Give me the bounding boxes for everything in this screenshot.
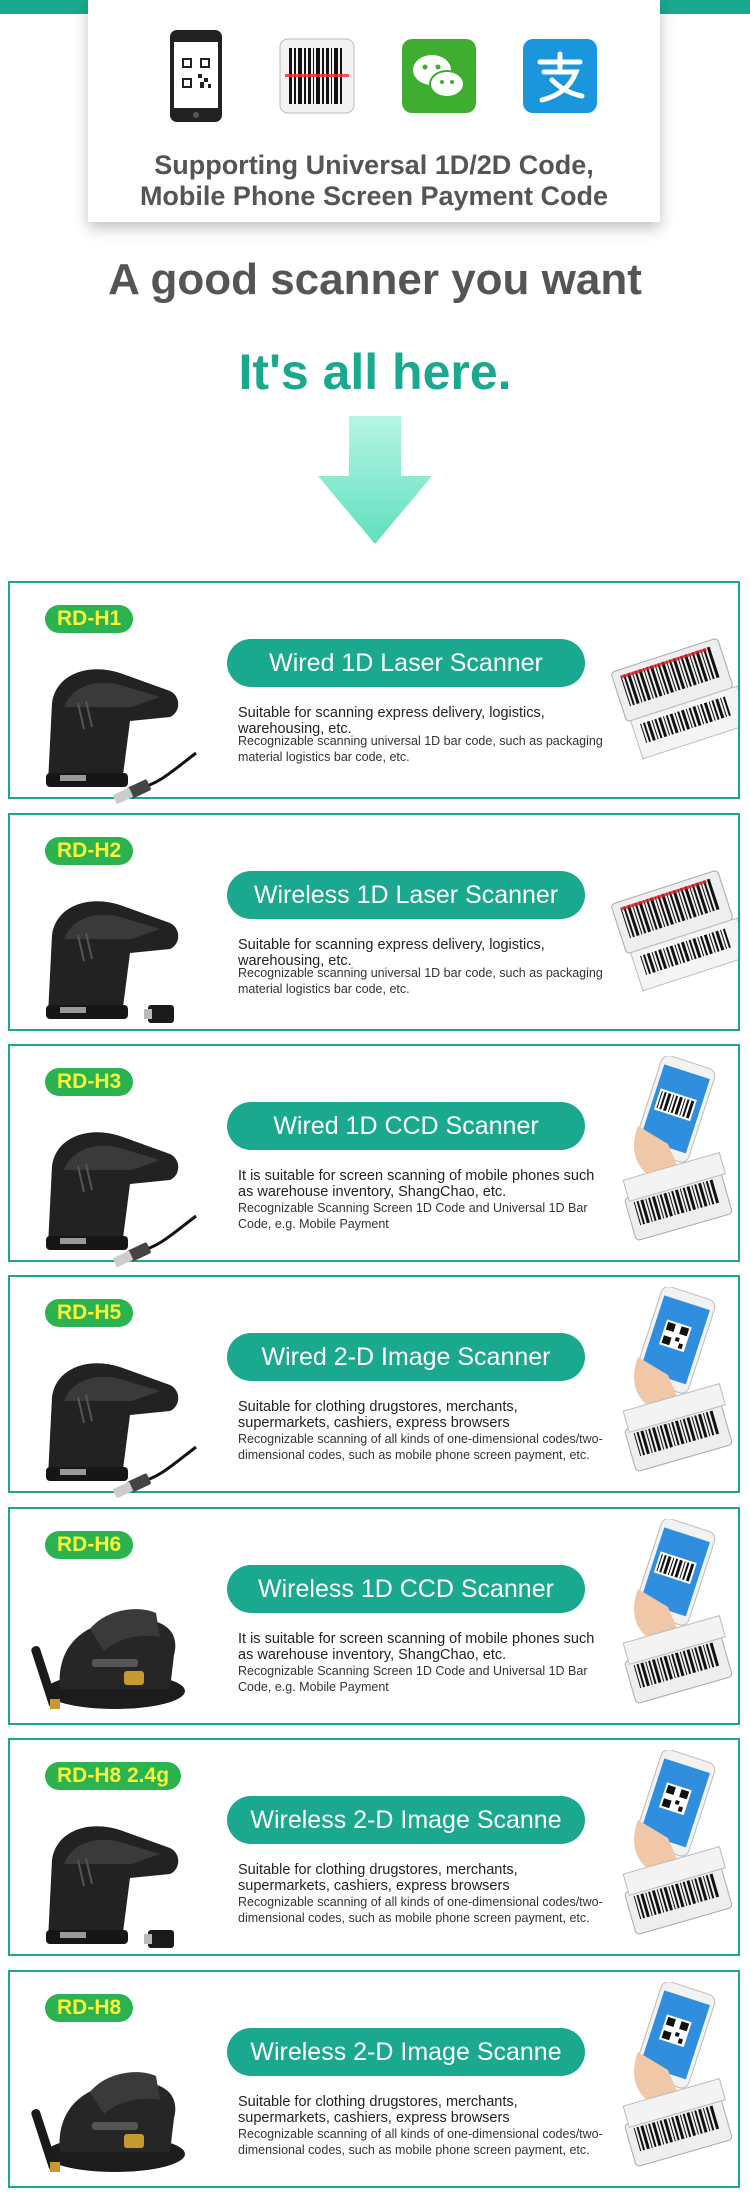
phone-scan-image — [610, 1286, 738, 1487]
top-left-strip — [0, 0, 88, 14]
page-headline: A good scanner you want — [108, 255, 642, 304]
barcode-labels-image — [610, 825, 750, 1025]
product-use-case: It is suitable for screen scanning of mo… — [238, 1168, 595, 1200]
product-card: RD-H8 2.4g Wireless 2-D Image Scanne Sui… — [8, 1738, 740, 1956]
product-title: Wired 1D CCD Scanner — [227, 1102, 585, 1150]
model-tag: RD-H1 — [45, 605, 134, 633]
cradle-scanner-image — [20, 2022, 210, 2199]
model-tag: RD-H8 2.4g — [45, 1762, 182, 1790]
model-tag: RD-H3 — [45, 1068, 134, 1096]
caption-line-2: Mobile Phone Screen Payment Code — [139, 181, 609, 211]
down-arrow-icon — [316, 414, 434, 551]
product-card: RD-H1 Wired 1D Laser Scanner Suitable fo… — [8, 581, 750, 805]
top-right-strip — [660, 0, 750, 14]
model-tag: RD-H2 — [45, 837, 134, 865]
code-support-card: Supporting Universal 1D/2D Code, Mobile … — [88, 0, 660, 222]
product-capability: Recognizable scanning of all kinds of on… — [238, 2127, 603, 2157]
barcode-labels-image — [610, 593, 750, 793]
product-title: Wired 2-D Image Scanner — [227, 1333, 585, 1381]
product-title: Wireless 2-D Image Scanne — [227, 1796, 585, 1844]
product-card: RD-H5 Wired 2-D Image Scanner Suitable f… — [8, 1275, 740, 1499]
product-title: Wireless 1D Laser Scanner — [227, 871, 585, 919]
model-tag: RD-H8 — [45, 1994, 134, 2022]
phone-scan-image — [610, 1055, 738, 1256]
product-capability: Recognizable Scanning Screen 1D Code and… — [238, 1201, 588, 1231]
product-card: RD-H2 Wireless 1D Laser Scanner Suitable… — [8, 813, 750, 1031]
product-title: Wireless 2-D Image Scanne — [227, 2028, 585, 2076]
handheld-scanner-image — [20, 1327, 210, 1504]
product-capability: Recognizable scanning of all kinds of on… — [238, 1432, 603, 1462]
product-capability: Recognizable scanning universal 1D bar c… — [238, 966, 603, 996]
qr-phone-icon — [158, 30, 234, 122]
handheld-scanner-image — [20, 633, 210, 810]
product-card: RD-H3 Wired 1D CCD Scanner It is suitabl… — [8, 1044, 740, 1268]
product-title: Wireless 1D CCD Scanner — [227, 1565, 585, 1613]
product-title: Wired 1D Laser Scanner — [227, 639, 585, 687]
wechat-icon — [401, 36, 477, 116]
phone-scan-image — [610, 1749, 738, 1950]
product-use-case: Suitable for scanning express delivery, … — [238, 937, 545, 969]
handheld-scanner-image — [20, 865, 210, 1042]
phone-scan-image — [610, 1518, 738, 1719]
code-support-caption: Supporting Universal 1D/2D Code, Mobile … — [88, 150, 660, 212]
product-use-case: Suitable for scanning express delivery, … — [238, 705, 545, 737]
product-card: RD-H8 Wireless 2-D Image Scanne Suitable… — [8, 1970, 740, 2188]
model-tag: RD-H6 — [45, 1531, 134, 1559]
product-capability: Recognizable Scanning Screen 1D Code and… — [238, 1664, 588, 1694]
alipay-icon — [522, 36, 598, 116]
product-capability: Recognizable scanning universal 1D bar c… — [238, 734, 603, 764]
caption-line-1: Supporting Universal 1D/2D Code, — [154, 150, 594, 180]
product-card: RD-H6 Wireless 1D CCD Scanner It is suit… — [8, 1507, 740, 1725]
page-subheadline: It's all here. — [238, 344, 512, 400]
phone-scan-image — [610, 1981, 738, 2182]
code-icons-row — [158, 30, 598, 122]
model-tag: RD-H5 — [45, 1299, 134, 1327]
handheld-scanner-image — [20, 1096, 210, 1273]
barcode-icon — [279, 36, 355, 116]
handheld-scanner-image — [20, 1790, 210, 1967]
product-capability: Recognizable scanning of all kinds of on… — [238, 1895, 603, 1925]
cradle-scanner-image — [20, 1559, 210, 1736]
product-use-case: Suitable for clothing drugstores, mercha… — [238, 1862, 518, 1894]
product-use-case: Suitable for clothing drugstores, mercha… — [238, 2094, 518, 2126]
product-use-case: It is suitable for screen scanning of mo… — [238, 1631, 595, 1663]
product-use-case: Suitable for clothing drugstores, mercha… — [238, 1399, 518, 1431]
